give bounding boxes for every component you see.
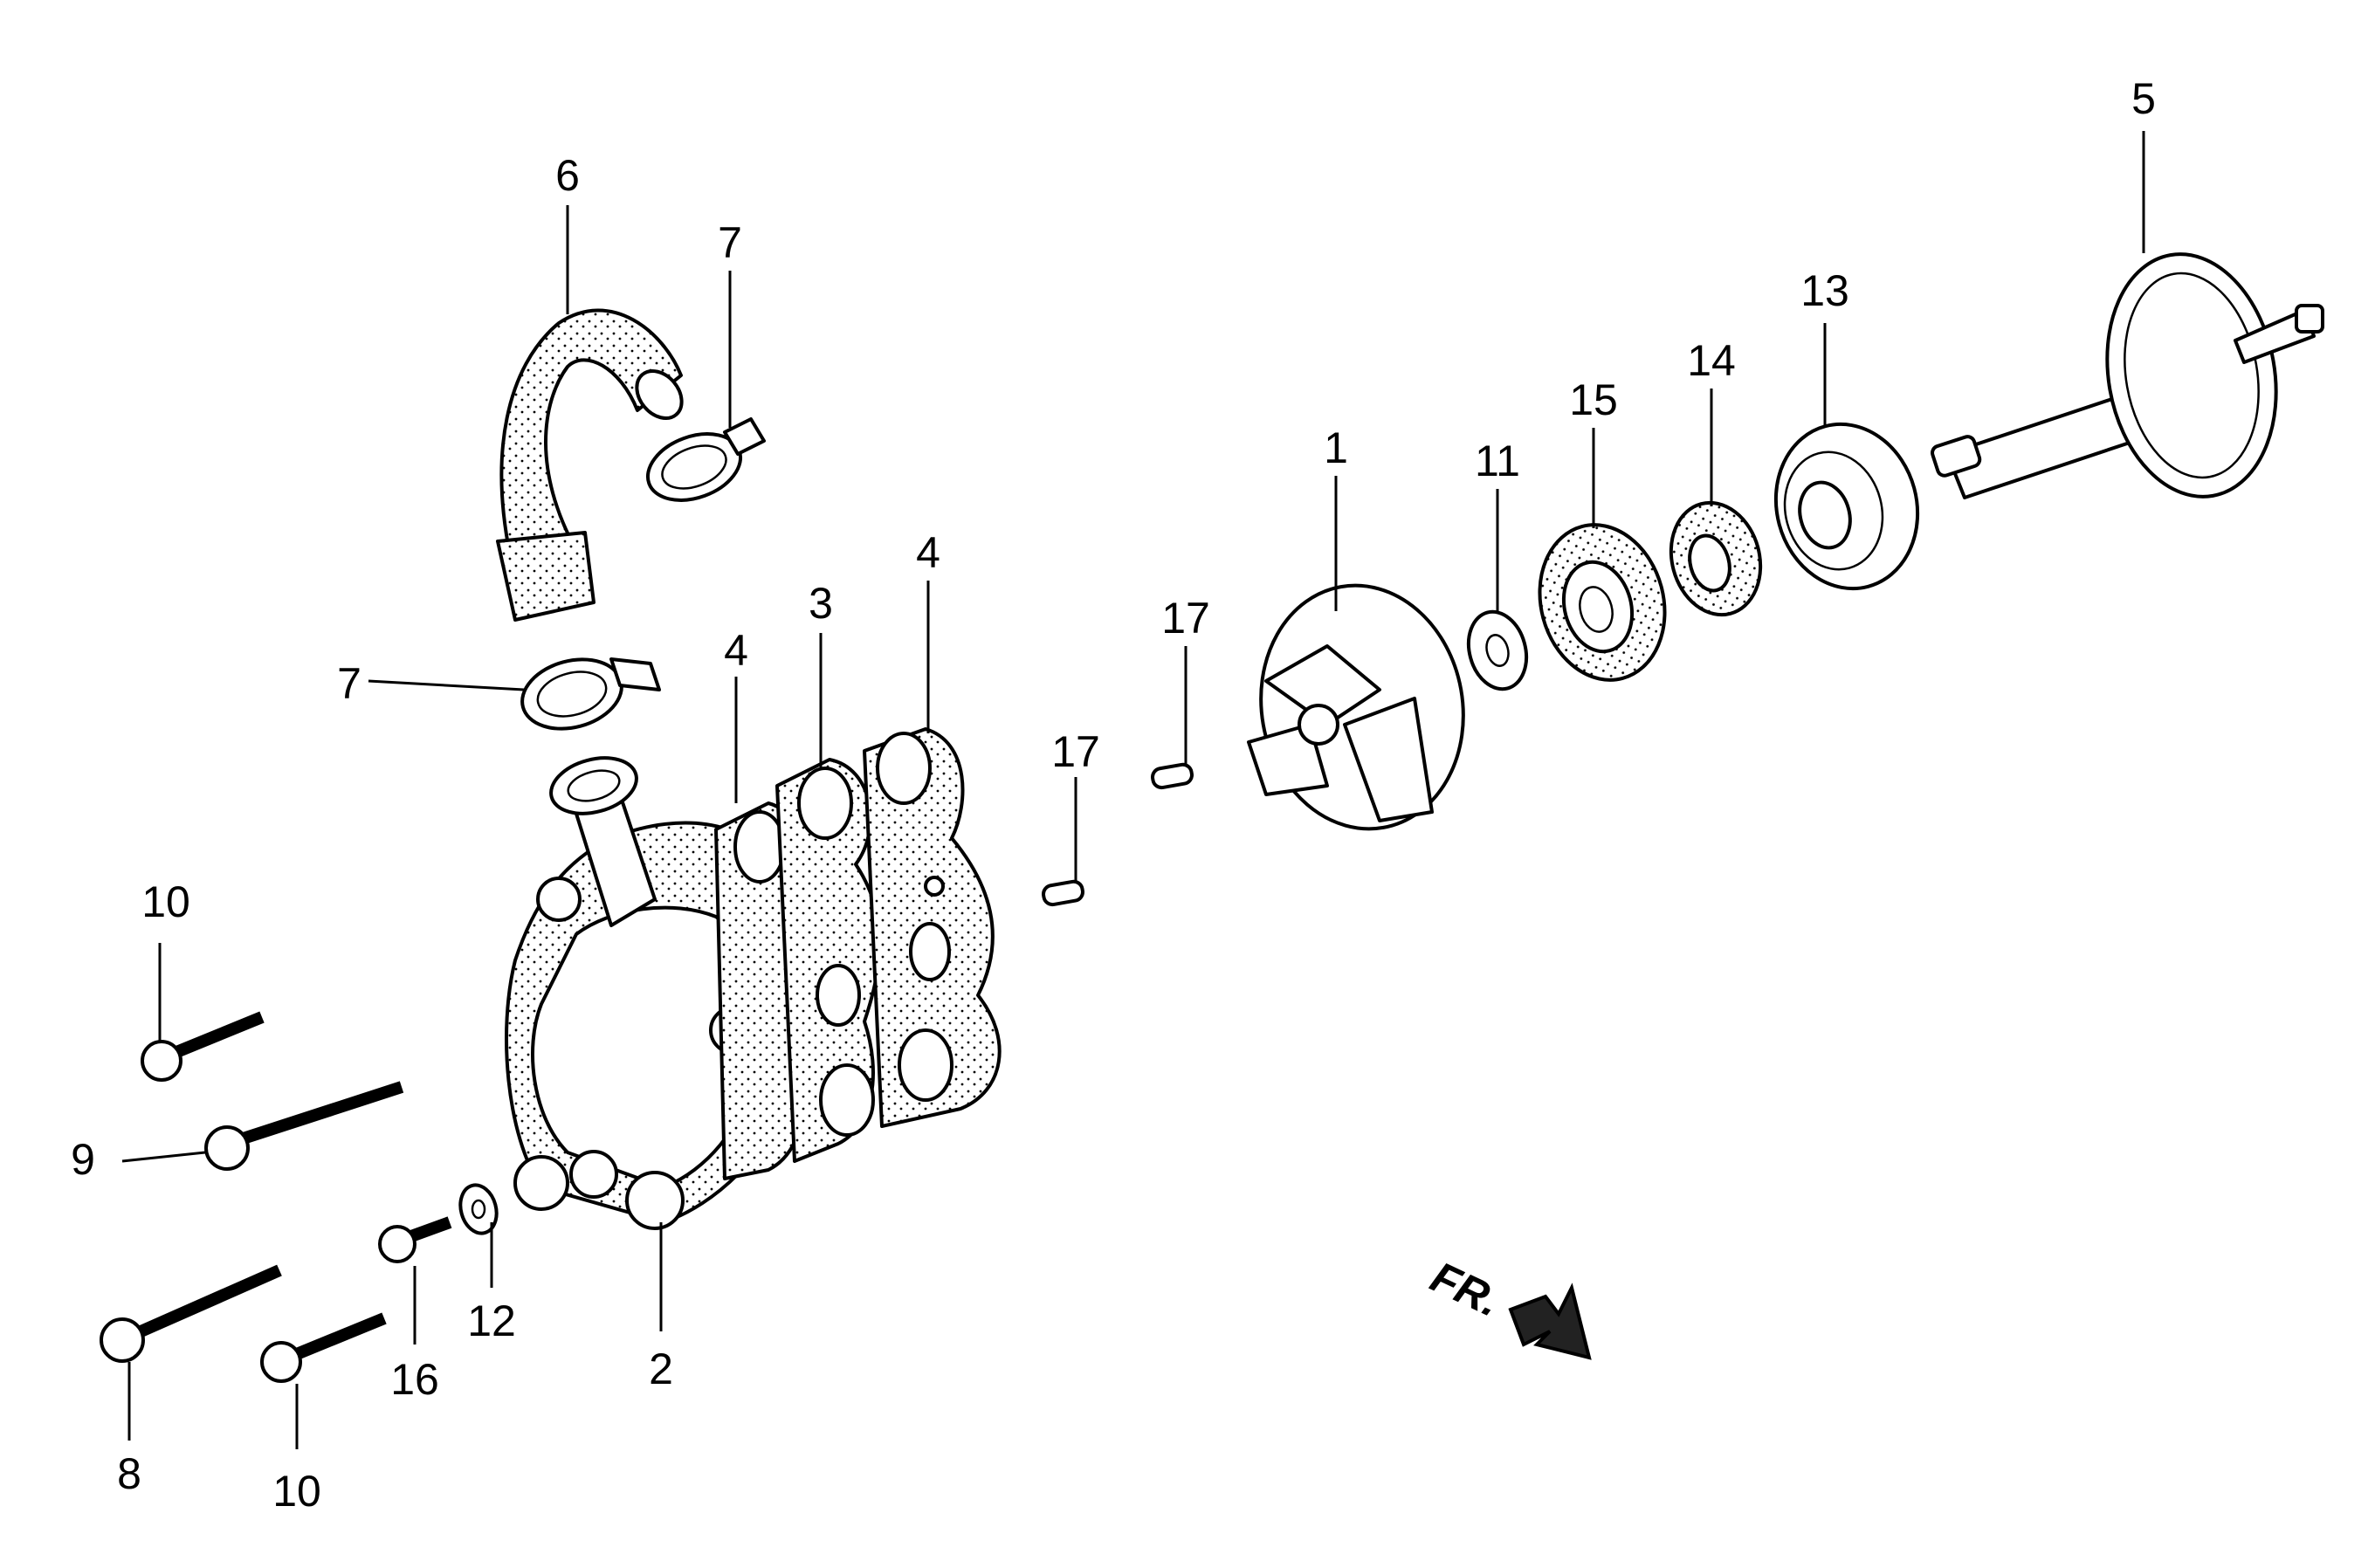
callout-8: 8 (117, 1449, 141, 1498)
callout-numbers: 6 7 7 4 3 4 17 17 1 11 15 14 13 5 10 9 8… (71, 74, 2156, 1516)
clamp-part-7-lower (520, 657, 661, 731)
callout-4-front: 4 (724, 626, 748, 675)
bolt-part-8 (100, 1264, 282, 1363)
callout-4-rear: 4 (916, 528, 940, 577)
bolt-part-10-lower (260, 1312, 387, 1383)
callout-11: 11 (1475, 437, 1520, 485)
gasket-part-3 (775, 758, 882, 1163)
bolt-part-10-upper (141, 1011, 265, 1082)
callout-7-lower: 7 (337, 659, 361, 708)
callout-16: 16 (390, 1355, 439, 1404)
dowel-pin-part-17-upper (1151, 762, 1194, 790)
callout-12: 12 (467, 1296, 516, 1345)
callout-13: 13 (1800, 266, 1849, 315)
callout-17-lower: 17 (1051, 727, 1100, 776)
washer-part-11 (1466, 609, 1529, 691)
callout-15: 15 (1569, 375, 1618, 424)
front-direction-label: FR. (1423, 1252, 1508, 1326)
callout-2: 2 (649, 1344, 673, 1393)
leader-lines (121, 131, 2145, 1449)
clamp-part-7-upper (645, 417, 766, 502)
bolt-part-16 (378, 1216, 452, 1263)
callout-6: 6 (555, 151, 580, 200)
oil-seal-part-14 (1669, 500, 1763, 617)
callout-10-upper: 10 (141, 877, 190, 926)
callout-9: 9 (71, 1135, 95, 1184)
callout-10-lower: 10 (272, 1467, 321, 1516)
callout-7-upper: 7 (718, 218, 742, 267)
dowel-pin-part-17-lower (1042, 879, 1084, 907)
bolt-part-9 (204, 1081, 404, 1171)
callout-17-upper: 17 (1161, 594, 1210, 643)
impeller-part-1 (1247, 583, 1465, 831)
hose-part-6 (496, 308, 684, 622)
shaft-gear-part-5 (1931, 252, 2324, 499)
callout-1: 1 (1324, 423, 1348, 472)
callout-14: 14 (1687, 336, 1736, 385)
front-direction-arrow: FR. (1423, 1252, 1592, 1360)
gasket-part-4-rear (863, 727, 1002, 1128)
bearing-part-13 (1773, 422, 1920, 591)
callout-5: 5 (2131, 74, 2156, 123)
washer-part-12 (458, 1183, 499, 1235)
seal-part-15 (1538, 523, 1667, 682)
callout-3: 3 (809, 579, 833, 628)
